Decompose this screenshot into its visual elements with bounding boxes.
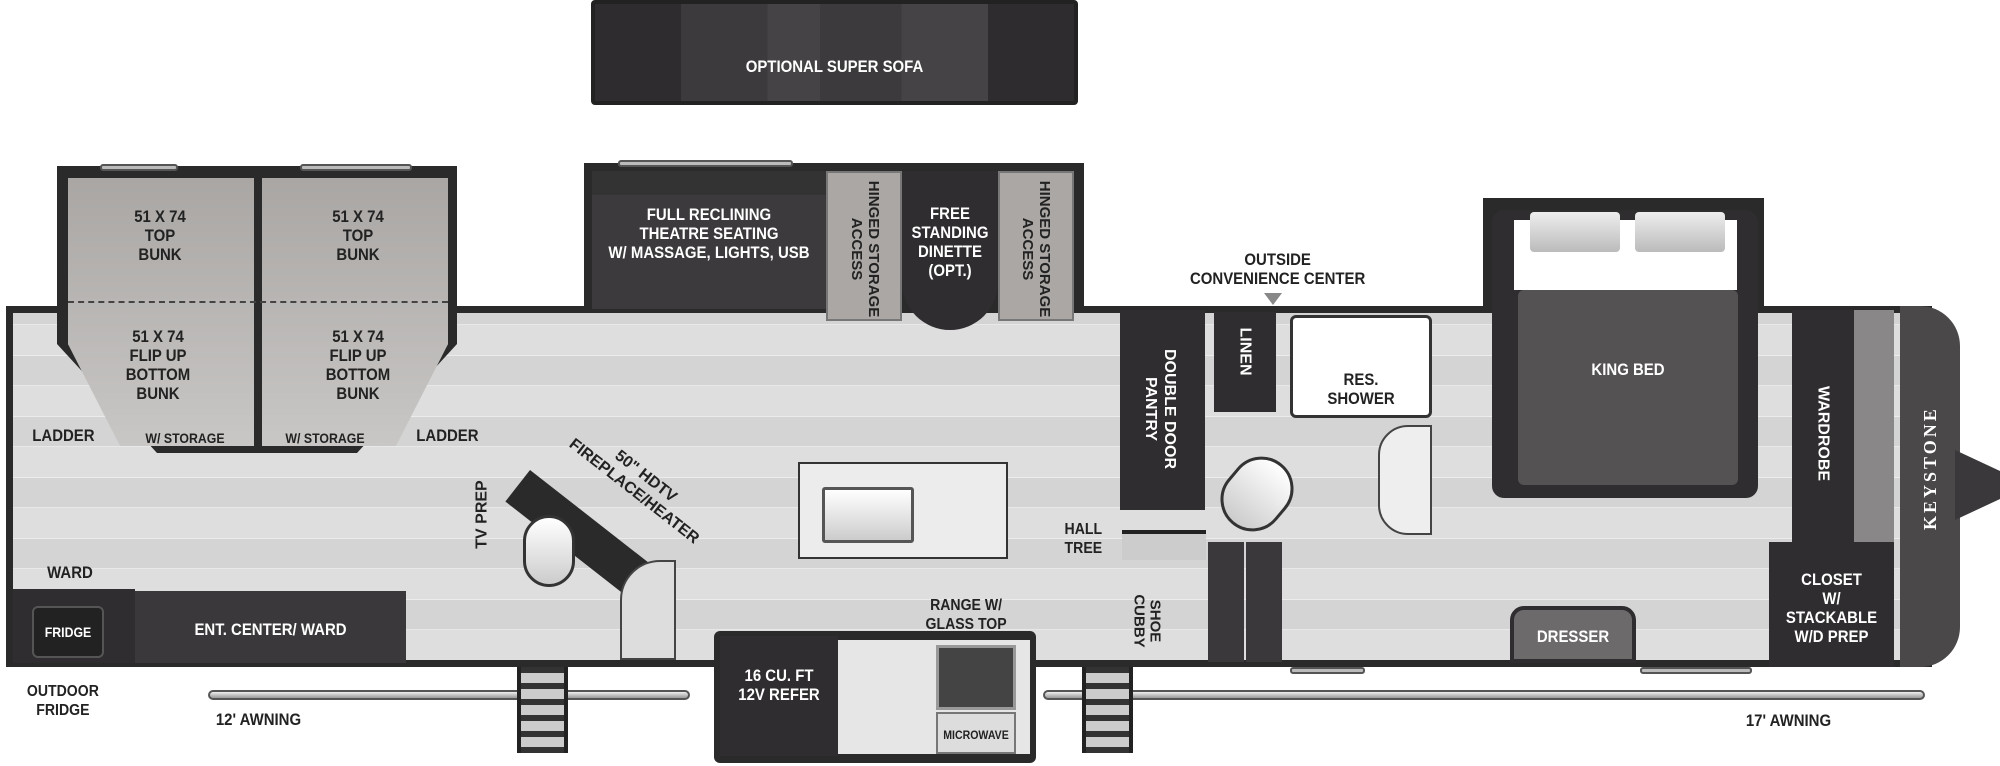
blanket [1518, 290, 1738, 485]
hall-tree [1122, 530, 1206, 560]
wardrobe [1792, 310, 1854, 546]
toilet-icon [523, 515, 575, 587]
window [1640, 667, 1752, 674]
hinged-storage-1 [826, 171, 902, 321]
ward-label: WARD [47, 563, 93, 582]
awning-12 [208, 690, 690, 700]
bunk-divider-dashed [68, 301, 448, 303]
ladder-2-label: LADDER [416, 426, 479, 445]
microwave-label: MICROWAVE [943, 728, 1009, 742]
pantry [1120, 310, 1205, 510]
range-icon [936, 645, 1016, 710]
wardrobe-rod [1854, 310, 1894, 546]
wardrobe-cabinet [1208, 542, 1244, 662]
awning-17 [1043, 690, 1925, 700]
pointer-icon [1264, 293, 1282, 305]
front-cap [1900, 306, 1960, 667]
wardrobe-cabinet [1246, 542, 1282, 662]
shower [1290, 315, 1432, 418]
dresser [1510, 606, 1636, 663]
top-bunk-1-label: 51 X 74 TOP BUNK [134, 207, 186, 264]
sink-icon [1378, 425, 1432, 535]
window [300, 164, 412, 171]
sofa-label: OPTIONAL SUPER SOFA [745, 57, 924, 76]
tv-prep-label: TV PREP [473, 480, 491, 549]
pillow [1635, 212, 1725, 252]
outdoor-fridge-label: OUTDOOR FRIDGE [26, 683, 99, 719]
bottom-bunk-2-label: 51 X 74 FLIP UP BOTTOM BUNK [325, 327, 391, 403]
window [618, 160, 793, 167]
ent-center-label: ENT. CENTER/ WARD [194, 620, 347, 639]
entry-steps[interactable] [517, 667, 568, 753]
hinged-storage-1-label: HINGED STORAGE ACCESS [848, 180, 882, 318]
hitch [1955, 450, 2000, 520]
awning-12-label: 12' AWNING [215, 710, 302, 729]
window [100, 164, 178, 171]
refer-label: 16 CU. FT 12V REFER [738, 666, 820, 704]
ladder-1-label: LADDER [32, 426, 95, 445]
ent-center [135, 591, 406, 663]
king-bed-label: KING BED [1591, 360, 1665, 379]
linen-label: LINEN [1236, 327, 1254, 376]
wardrobe-label: WARDROBE [1814, 385, 1832, 482]
hinged-storage-2 [998, 171, 1074, 321]
closet [1769, 542, 1894, 667]
awning-17-label: 17' AWNING [1745, 711, 1832, 730]
shower-label: RES. SHOWER [1327, 370, 1395, 408]
top-bunk-2-label: 51 X 74 TOP BUNK [332, 207, 384, 264]
bunk-1 [68, 178, 254, 446]
storage-2-label: W/ STORAGE [285, 430, 365, 446]
pantry-label: DOUBLE DOOR PANTRY [1142, 349, 1178, 469]
dresser-label: DRESSER [1536, 627, 1610, 646]
optional-super-sofa: OPTIONAL SUPER SOFA [591, 0, 1078, 105]
dinette [902, 171, 998, 330]
microwave [936, 712, 1016, 754]
theatre-label: FULL RECLINING THEATRE SEATING W/ MASSAG… [608, 205, 810, 262]
range-label: RANGE W/ GLASS TOP [925, 597, 1007, 633]
fridge-label: FRIDGE [44, 624, 92, 640]
entry-steps[interactable] [1082, 667, 1133, 753]
sink-icon [822, 487, 914, 543]
bottom-bunk-1-label: 51 X 74 FLIP UP BOTTOM BUNK [125, 327, 191, 403]
fridge [32, 606, 104, 658]
hall-tree-label: HALL TREE [1064, 521, 1103, 557]
shoe-cubby-label: SHOE CUBBY [1130, 594, 1164, 648]
sink-vanity [620, 560, 676, 660]
hinged-storage-2-label: HINGED STORAGE ACCESS [1019, 180, 1053, 318]
keystone-logo: KEYSTONE [1920, 406, 1940, 530]
dinette-label: FREE STANDING DINETTE (OPT.) [911, 204, 989, 280]
storage-1-label: W/ STORAGE [145, 430, 225, 446]
theatre-seating [592, 171, 826, 309]
window [1290, 667, 1365, 674]
refrigerator [720, 636, 838, 756]
closet-label: CLOSET W/ STACKABLE W/D PREP [1785, 570, 1878, 646]
outside-convenience-center-label: OUTSIDE CONVENIENCE CENTER [1189, 250, 1366, 288]
linen [1214, 312, 1276, 412]
pillow [1530, 212, 1620, 252]
bunk-2 [262, 178, 448, 446]
